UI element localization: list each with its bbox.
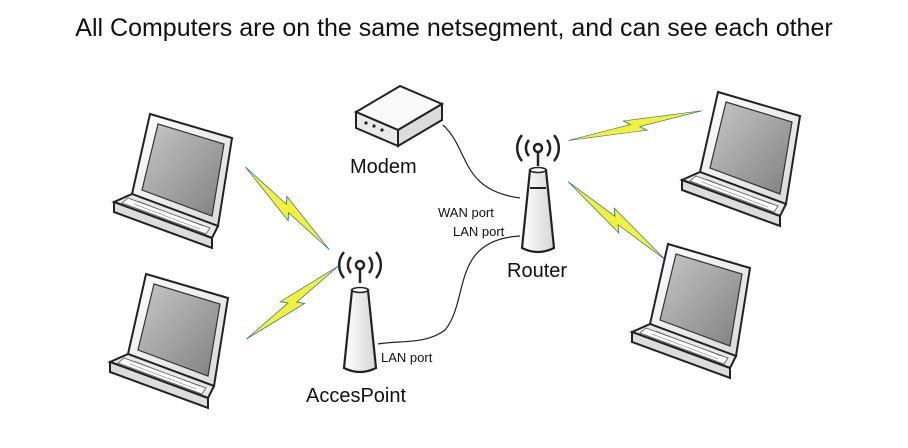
ap-lan-port-label: LAN port [381,350,433,365]
access-point-label: AccesPoint [306,385,406,407]
laptop-icon [113,113,233,249]
antenna-icon [515,133,561,168]
modem-router-cable [442,124,521,199]
modem-icon [353,84,445,148]
access-point-icon [337,250,383,374]
router-label: Router [507,260,567,282]
router-icon [515,133,561,254]
modem-label: Modem [350,156,417,178]
wireless-link-icon [564,172,669,269]
laptop-icon [631,243,751,379]
antenna-icon [337,250,383,285]
wireless-link-icon [566,106,704,145]
router-ap-cable [377,235,521,345]
router-lan-port-label: LAN port [453,224,505,239]
laptop-icon [109,273,229,409]
diagram-title: All Computers are on the same netsegment… [75,14,833,42]
laptop-icon [681,91,801,227]
wireless-link-icon [239,262,346,344]
router-wan-port-label: WAN port [438,205,494,220]
wireless-link-icon [241,159,334,258]
